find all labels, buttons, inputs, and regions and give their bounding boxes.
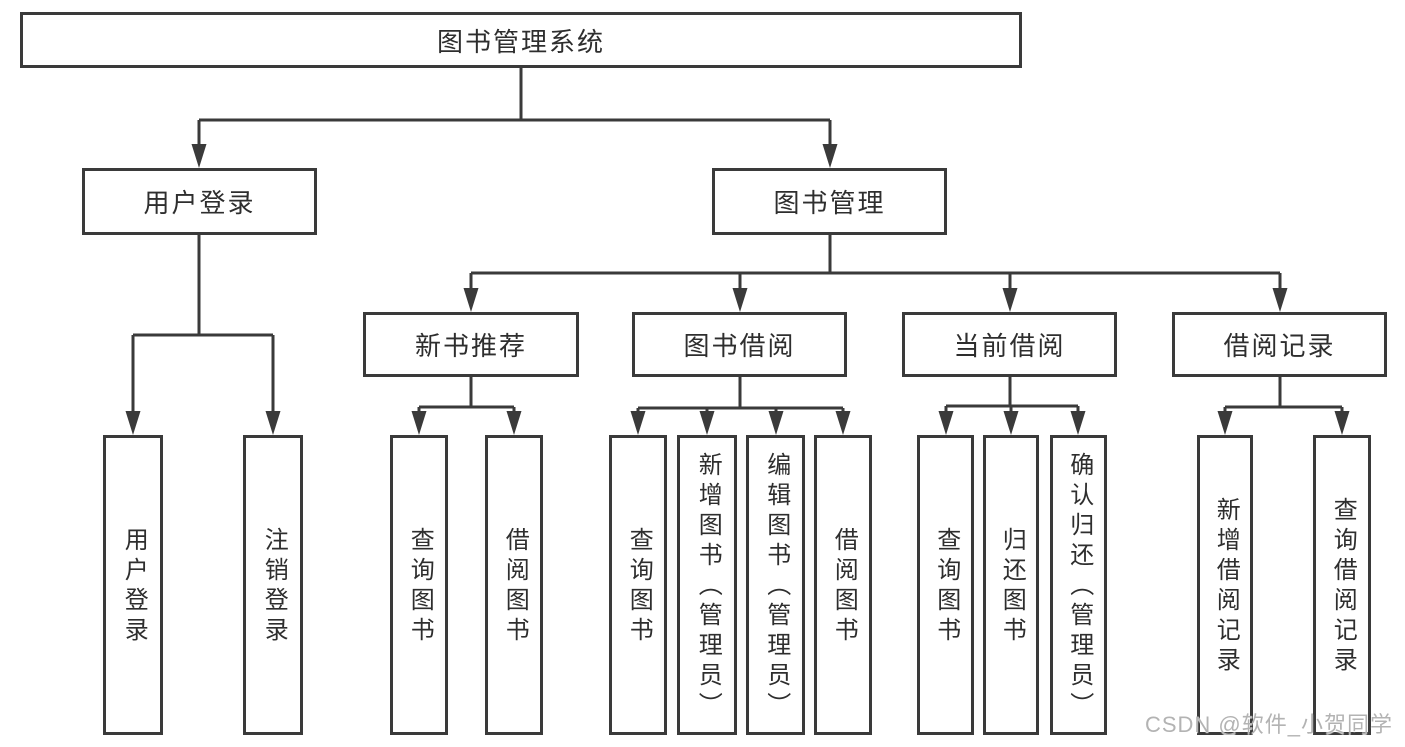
- node-borrow-records: 借阅记录: [1172, 312, 1387, 377]
- leaf-logout: 注销登录: [243, 435, 303, 735]
- node-current-borrowing: 当前借阅: [902, 312, 1117, 377]
- node-book-management: 图书管理: [712, 168, 947, 235]
- leaf-records-query-borrow-record: 查询借阅记录: [1313, 435, 1371, 735]
- leaf-current-return-books: 归还图书: [983, 435, 1039, 735]
- node-book-borrowing: 图书借阅: [632, 312, 847, 377]
- leaf-current-query-books: 查询图书: [917, 435, 974, 735]
- leaf-borrowing-borrow-books: 借阅图书: [814, 435, 872, 735]
- leaf-borrowing-query-books: 查询图书: [609, 435, 667, 735]
- leaf-records-add-borrow-record: 新增借阅记录: [1197, 435, 1253, 735]
- leaf-borrowing-add-books-admin: 新增图书（管理员）: [677, 435, 737, 735]
- leaf-user-login: 用户登录: [103, 435, 163, 735]
- node-new-book-recommend: 新书推荐: [363, 312, 579, 377]
- leaf-recommend-query-books: 查询图书: [390, 435, 448, 735]
- leaf-current-confirm-return-admin: 确认归还（管理员）: [1050, 435, 1107, 735]
- node-root-library-system: 图书管理系统: [20, 12, 1022, 68]
- leaf-borrowing-edit-books-admin: 编辑图书（管理员）: [746, 435, 805, 735]
- csdn-watermark: CSDN @软件_小贺同学: [1144, 712, 1393, 737]
- node-user-login: 用户登录: [82, 168, 317, 235]
- leaf-recommend-borrow-books: 借阅图书: [485, 435, 543, 735]
